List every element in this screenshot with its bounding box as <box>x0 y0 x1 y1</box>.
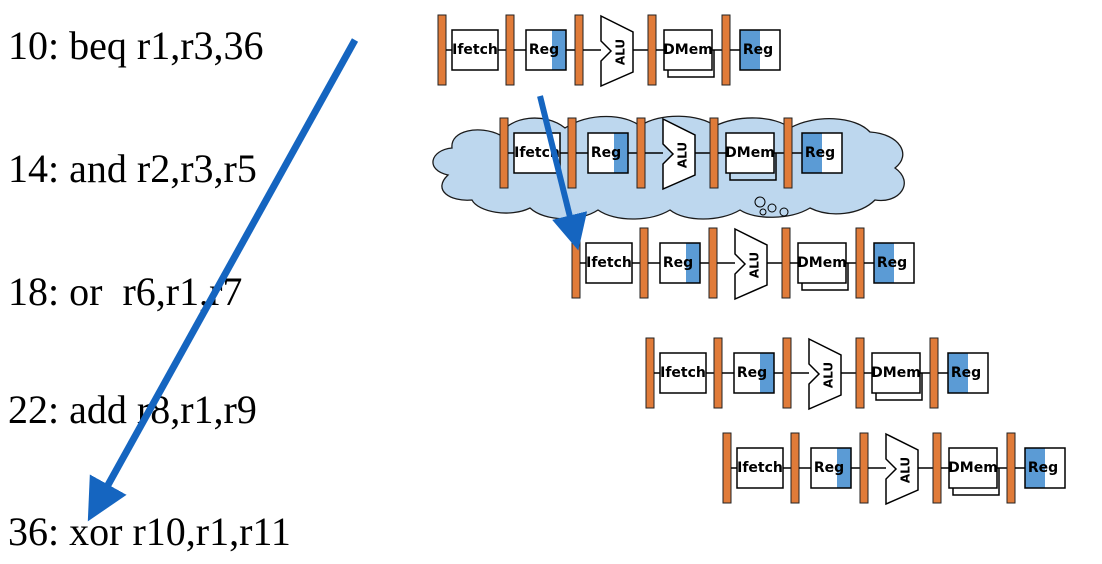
cloud-bubble <box>779 207 789 217</box>
pipeline-latch <box>571 227 581 299</box>
alu-shape <box>600 14 634 88</box>
reg-right-half <box>837 448 851 488</box>
pipeline-row-1: Ifetch Reg ALU DMem Reg <box>437 14 781 88</box>
dmem-label: DMem <box>725 145 775 161</box>
pipeline-latch <box>781 227 791 299</box>
alu-label: ALU <box>676 142 690 168</box>
dmem-label: DMem <box>663 42 713 58</box>
ifetch-label: Ifetch <box>586 255 632 271</box>
wb-reg-label: Reg <box>743 42 773 58</box>
dmem-box <box>871 352 921 394</box>
alu-shape <box>885 432 919 506</box>
dmem-bypass-wire <box>667 50 715 78</box>
reg-right-half <box>614 133 628 173</box>
dmem-box <box>725 132 775 174</box>
pipeline-latch <box>645 337 655 409</box>
pipeline-latch <box>1006 432 1016 504</box>
ifetch-label: Ifetch <box>737 460 783 476</box>
alu-shape <box>734 227 768 301</box>
pipeline-latch <box>855 227 865 299</box>
pipeline-latch <box>859 432 869 504</box>
pipeline-latch <box>709 117 719 189</box>
dmem-bypass-wire <box>875 373 923 401</box>
wb-reg-label: Reg <box>877 255 907 271</box>
alu-shape <box>808 337 842 411</box>
wb-reg-box <box>947 352 989 394</box>
dmem-bypass-wire <box>729 153 777 181</box>
pipeline-row-5: Ifetch Reg ALU DMem Reg <box>722 432 1066 506</box>
wb-reg-box <box>739 29 781 71</box>
reg-label: Reg <box>591 145 621 161</box>
pipeline-latch <box>636 117 646 189</box>
pipeline-latch <box>639 227 649 299</box>
reg-label: Reg <box>814 460 844 476</box>
wb-reg-label: Reg <box>1028 460 1058 476</box>
dmem-bypass-wire <box>952 468 1000 496</box>
alu-shape <box>662 117 696 191</box>
wb-reg-box <box>1024 447 1066 489</box>
pipeline-latch <box>721 14 731 86</box>
pipeline-row-4: Ifetch Reg ALU DMem Reg <box>645 337 989 411</box>
reg-label: Reg <box>529 42 559 58</box>
reg-right-half <box>760 353 774 393</box>
alu-label: ALU <box>614 39 628 65</box>
dmem-bypass-wire <box>801 263 849 291</box>
pipeline-latch <box>647 14 657 86</box>
reg-right-half <box>552 30 566 70</box>
instruction-line-14: 14: and r2,r3,r5 <box>8 146 257 191</box>
alu-label: ALU <box>822 362 836 388</box>
dmem-label: DMem <box>797 255 847 271</box>
ifetch-box <box>659 352 707 394</box>
pipeline-latch <box>929 337 939 409</box>
ifetch-label: Ifetch <box>452 42 498 58</box>
pipeline-latch <box>722 432 732 504</box>
cloud-bubble <box>754 196 766 208</box>
pipeline-latch <box>499 117 509 189</box>
pipeline-row-2: Ifetch Reg ALU DMem Reg <box>499 117 843 191</box>
cloud-bubble <box>759 208 767 216</box>
branch-target-arrow <box>87 38 359 522</box>
pipeline-row-3: Ifetch Reg ALU DMem Reg <box>571 227 915 301</box>
ifetch-label: Ifetch <box>660 365 706 381</box>
wb-reg-box <box>873 242 915 284</box>
wb-reg-label: Reg <box>805 145 835 161</box>
wb-reg-box <box>801 132 843 174</box>
wb-reg-right-half <box>822 133 842 173</box>
pipeline-latch <box>932 432 942 504</box>
cloud-bubble <box>767 203 777 213</box>
dmem-box <box>948 447 998 489</box>
alu-label: ALU <box>748 252 762 278</box>
ifetch-label: Ifetch <box>514 145 560 161</box>
dmem-label: DMem <box>948 460 998 476</box>
pipeline-latch <box>505 14 515 86</box>
reg-label: Reg <box>663 255 693 271</box>
pipeline-latch <box>708 227 718 299</box>
alu-label: ALU <box>899 457 913 483</box>
wb-reg-right-half <box>894 243 914 283</box>
reg-label: Reg <box>737 365 767 381</box>
pipeline-latch <box>782 337 792 409</box>
wb-reg-right-half <box>1045 448 1065 488</box>
pipeline-latch <box>437 14 447 86</box>
pipeline-latch <box>790 432 800 504</box>
pipeline-latch <box>574 14 584 86</box>
wb-reg-right-half <box>760 30 780 70</box>
pipeline-latch <box>713 337 723 409</box>
reg-right-half <box>686 243 700 283</box>
ifetch-box <box>585 242 633 284</box>
instruction-line-10: 10: beq r1,r3,36 <box>8 23 264 68</box>
wb-reg-right-half <box>968 353 988 393</box>
pipeline-latch <box>855 337 865 409</box>
branch-resolve-arrow <box>537 95 588 251</box>
wb-reg-label: Reg <box>951 365 981 381</box>
dmem-label: DMem <box>871 365 921 381</box>
pipeline-latch <box>783 117 793 189</box>
pipeline-latch <box>567 117 577 189</box>
